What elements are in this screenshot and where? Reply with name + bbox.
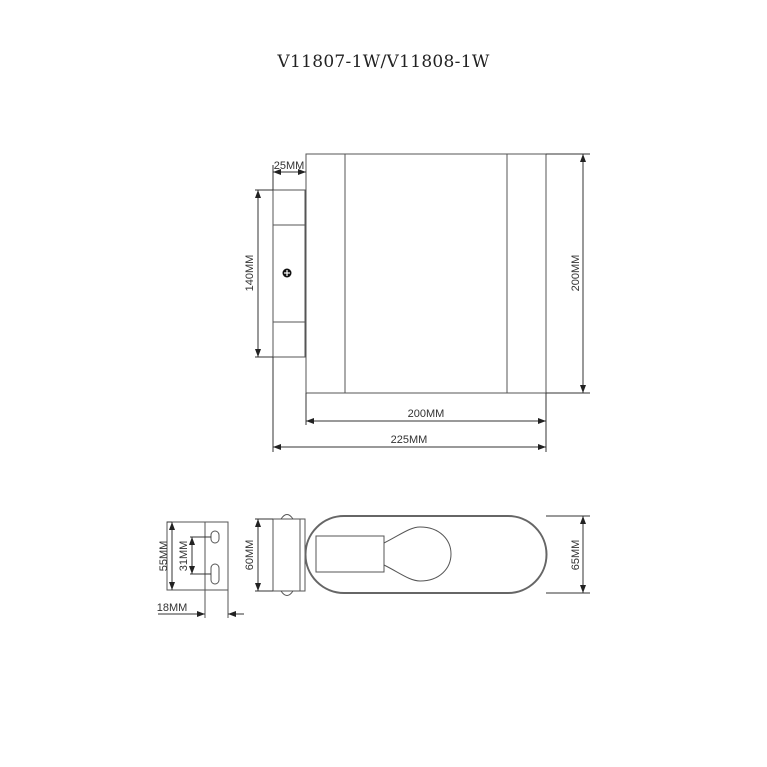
dim-body-height: 200MM <box>570 255 582 292</box>
dim-mount-depth: 25MM <box>274 160 305 172</box>
screw-head-top <box>280 514 294 520</box>
dim-mount-height: 140MM <box>244 255 256 292</box>
lamp-body-side <box>304 515 548 594</box>
bracket-slot-icon <box>210 530 220 585</box>
dim-body-side-height: 65MM <box>570 540 582 571</box>
dim-total-width: 225MM <box>391 434 428 446</box>
dim-bracket-depth: 18MM <box>157 602 188 614</box>
dim-mount-side-height: 60MM <box>244 540 256 571</box>
dim-bracket-height: 55MM <box>158 541 170 572</box>
bulb-socket <box>315 535 385 573</box>
screw-icon <box>282 268 292 278</box>
screw-head-bottom <box>280 590 294 596</box>
dim-slot-spacing: 31MM <box>178 541 190 572</box>
front-view: 25MM 140MM 200MM 200MM 225MM <box>244 153 590 452</box>
dim-body-width: 200MM <box>408 408 445 420</box>
bulb-icon <box>383 526 452 582</box>
lamp-body-front <box>305 153 547 394</box>
drawing-title: V11807-1W/V11808-1W <box>277 52 490 72</box>
wall-mount-front <box>272 189 306 358</box>
mounting-bracket <box>166 521 229 591</box>
side-view: 55MM 31MM 18MM 60MM 65MM <box>157 514 590 618</box>
